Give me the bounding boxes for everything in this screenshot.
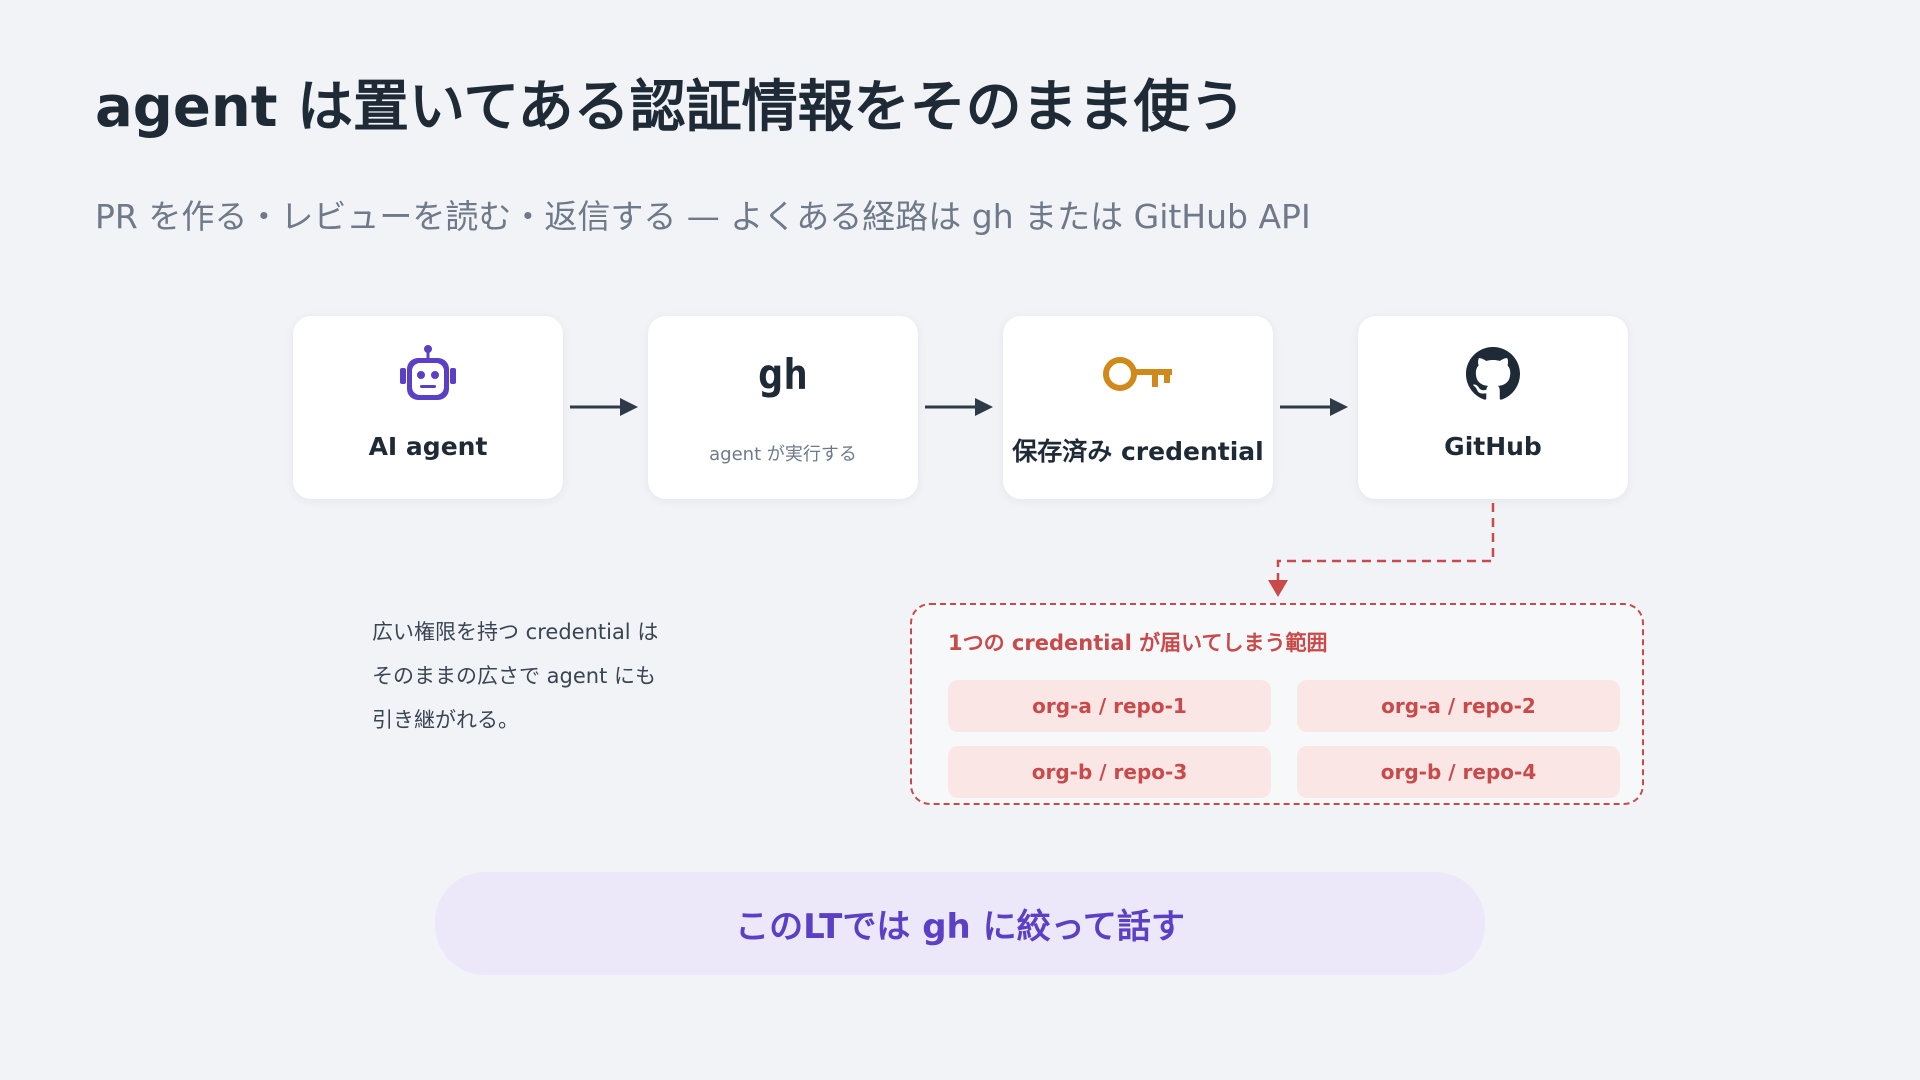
repo-chip: org-b / repo-3 <box>948 746 1271 798</box>
arrow-icon <box>570 398 638 416</box>
node-label: GitHub <box>1444 432 1542 461</box>
slide-subtitle: PR を作る・レビューを読む・返信する — よくある経路は gh または Git… <box>95 197 1311 236</box>
repo-chip: org-b / repo-4 <box>1297 746 1620 798</box>
arrow-down-icon <box>1268 580 1288 597</box>
node-gh: gh agent が実行する <box>648 316 918 499</box>
key-icon <box>1103 357 1172 391</box>
scope-title: 1つの credential が届いてしまう範囲 <box>948 631 1328 655</box>
note-line: 引き継がれる。 <box>372 708 519 732</box>
note-line: そのままの広さで agent にも <box>372 664 657 688</box>
node-sublabel: agent が実行する <box>709 444 857 465</box>
node-ai-agent: AI agent <box>293 316 563 499</box>
arrow-icon <box>925 398 993 416</box>
node-label: AI agent <box>368 432 488 461</box>
node-github: GitHub <box>1358 316 1628 499</box>
slide-title: agent は置いてある認証情報をそのまま使う <box>95 75 1246 140</box>
focus-banner: このLTでは gh に絞って話す <box>435 872 1485 975</box>
repo-chip: org-a / repo-2 <box>1297 680 1620 732</box>
node-credential: 保存済み credential <box>1003 316 1273 499</box>
note-line: 広い権限を持つ credential は <box>372 620 659 644</box>
repo-chip: org-a / repo-1 <box>948 680 1271 732</box>
robot-icon <box>400 345 456 400</box>
credential-note: 広い権限を持つ credential は そのままの広さで agent にも 引… <box>372 610 658 742</box>
arrow-icon <box>1280 398 1348 416</box>
github-icon <box>1466 347 1520 400</box>
credential-scope-box: 1つの credential が届いてしまう範囲 org-a / repo-1 … <box>910 603 1644 805</box>
gh-logo: gh <box>757 349 809 399</box>
node-label: 保存済み credential <box>1012 437 1264 466</box>
